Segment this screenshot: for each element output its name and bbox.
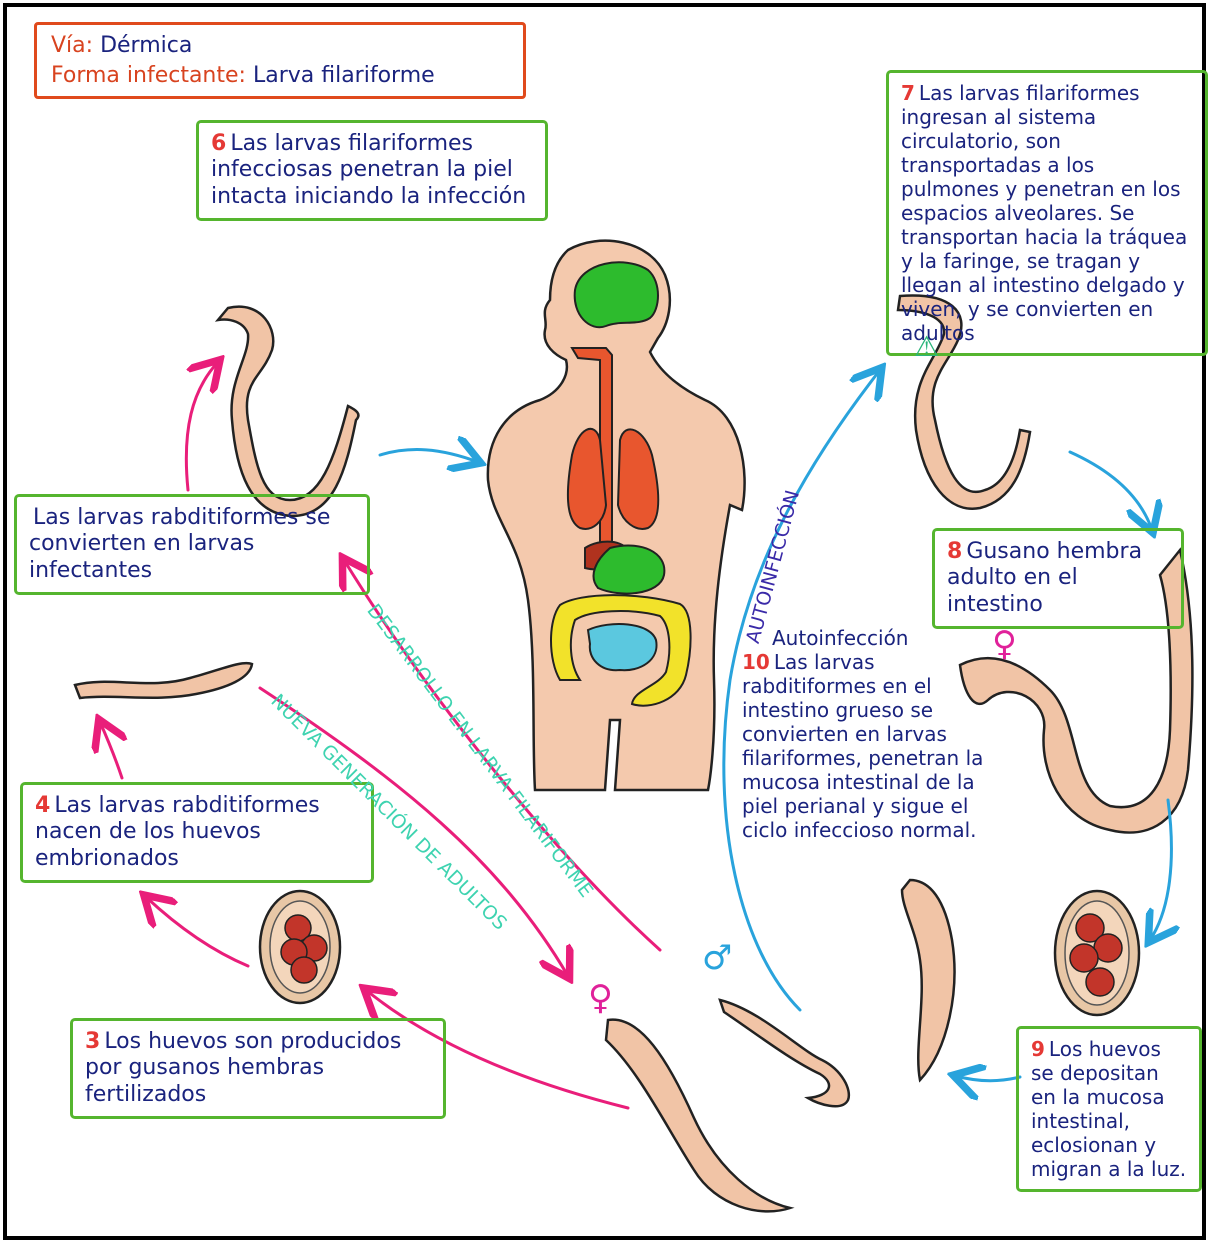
step-6-number: 6 <box>211 131 226 156</box>
step-3-number: 3 <box>85 1029 100 1054</box>
step-5-box: Las larvas rabditiformes se convierten e… <box>14 494 370 595</box>
human-body <box>488 241 745 790</box>
egg-left <box>260 891 340 1003</box>
step-6-text: Las larvas filariformes infecciosas pene… <box>211 131 526 209</box>
arrow-egg-to-larva <box>956 1076 1020 1081</box>
step-10-text: Las larvas rabditiformes en el intestino… <box>742 650 983 842</box>
male-symbol-bottom: ♂ <box>702 938 732 978</box>
step-8-number: 8 <box>947 539 962 564</box>
step-9-text: Los huevos se depositan en la mucosa int… <box>1031 1037 1186 1181</box>
step-8-text: Gusano hembra adulto en el intestino <box>947 539 1142 617</box>
step-5-text: Las larvas rabditiformes se convierten e… <box>29 505 330 583</box>
stomach <box>594 546 665 594</box>
step-4-text: Las larvas rabditiformes nacen de los hu… <box>35 793 320 871</box>
warning-icon: ⚠ <box>914 330 939 363</box>
rhabditiform-larva-right <box>902 880 954 1080</box>
female-symbol-bottom: ♀ <box>588 978 613 1018</box>
egg-right <box>1055 891 1139 1015</box>
arrow-to-larva-left <box>100 722 122 778</box>
step-9-number: 9 <box>1031 1037 1045 1061</box>
step-10-title: Autoinfección <box>742 626 1014 650</box>
step-7-number: 7 <box>901 81 915 105</box>
arrow-to-larva-top-left <box>186 362 218 490</box>
step-3-text: Los huevos son producidos por gusanos he… <box>85 1029 401 1107</box>
arrow-to-adult-female <box>1070 452 1152 530</box>
arrow-egg-to-step4 <box>146 897 248 966</box>
step-10-number: 10 <box>742 650 770 674</box>
female-symbol-right: ♀ <box>992 624 1017 664</box>
rhabditiform-larva-left <box>75 663 252 698</box>
small-intestine <box>588 624 657 670</box>
adult-female-worm-bottom <box>606 1020 790 1212</box>
step-4-number: 4 <box>35 793 50 818</box>
arrow-larva-to-body <box>380 450 478 462</box>
adult-male-worm-bottom <box>720 1000 849 1106</box>
filariform-larva-top-left <box>218 307 358 516</box>
brain <box>575 262 658 327</box>
step-7-text: Las larvas filariformes ingresan al sist… <box>901 81 1187 345</box>
